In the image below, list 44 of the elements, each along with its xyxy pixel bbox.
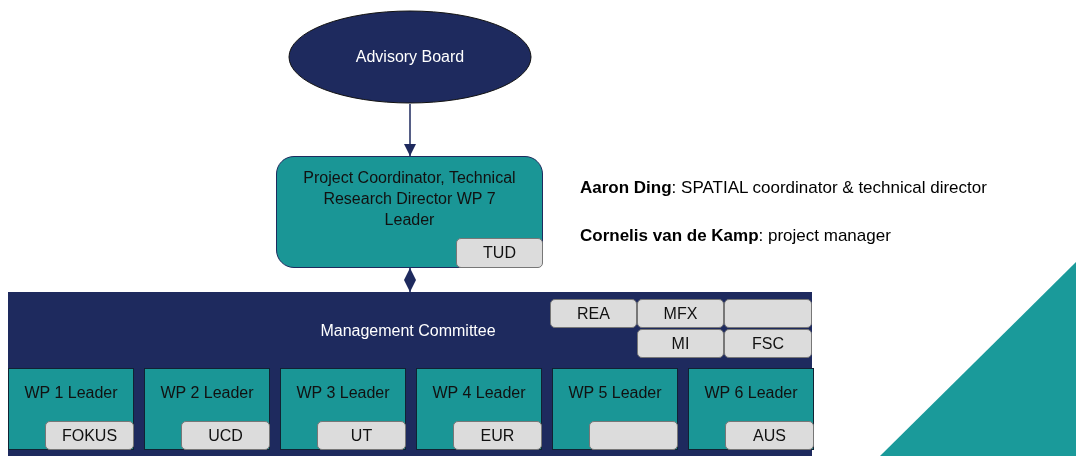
committee-panel xyxy=(8,292,812,456)
partner-tag xyxy=(724,299,812,328)
partner-tag xyxy=(456,238,543,268)
partner-tag xyxy=(317,421,406,450)
partner-tag xyxy=(725,421,814,450)
partner-code: AUS xyxy=(753,426,786,445)
role-box xyxy=(276,156,543,268)
node-label: WP 4 Leader xyxy=(432,384,526,402)
partner-tag xyxy=(550,299,637,328)
node-label: WP 3 Leader xyxy=(296,384,390,402)
partner-code: UCD xyxy=(208,426,243,445)
partner-tag xyxy=(637,299,724,328)
role-note: Aaron Ding: SPATIAL coordinator & technical director xyxy=(580,178,987,198)
partner-code: EUR xyxy=(480,426,515,445)
partner-code: TUD xyxy=(483,244,516,262)
partner-tag xyxy=(589,421,678,450)
arrow xyxy=(404,103,416,157)
partner-code: FSC xyxy=(752,334,784,353)
leader-box xyxy=(552,368,678,450)
partner-code: MFX xyxy=(663,304,698,323)
node-label: WP 2 Leader xyxy=(160,384,254,402)
partner-code: FOKUS xyxy=(61,426,118,445)
partner-tag xyxy=(724,329,812,358)
node-label: Advisory Board xyxy=(355,48,465,66)
leader-box xyxy=(8,368,134,450)
node-label: WP 1 Leader xyxy=(24,384,118,402)
partner-code: MI xyxy=(671,334,690,353)
leader-box xyxy=(688,368,814,450)
partner-code: REA xyxy=(577,304,610,323)
role-note: Cornelis van de Kamp: project manager xyxy=(580,226,891,246)
partner-tag xyxy=(637,329,724,358)
partner-tag xyxy=(45,421,134,450)
leader-box xyxy=(280,368,406,450)
arrow xyxy=(404,267,416,293)
partner-code: UT xyxy=(350,426,373,445)
node-label: WP 5 Leader xyxy=(568,384,662,402)
partner-tag xyxy=(453,421,542,450)
leader-box xyxy=(144,368,270,450)
leader-box xyxy=(416,368,542,450)
ellipse-node xyxy=(288,10,532,104)
partner-tag xyxy=(181,421,270,450)
node-label: Project Coordinator, Technical Research Director WP 7 Leader xyxy=(302,167,517,230)
node-label: WP 6 Leader xyxy=(704,384,798,402)
node-label: Management Committee xyxy=(319,322,497,340)
